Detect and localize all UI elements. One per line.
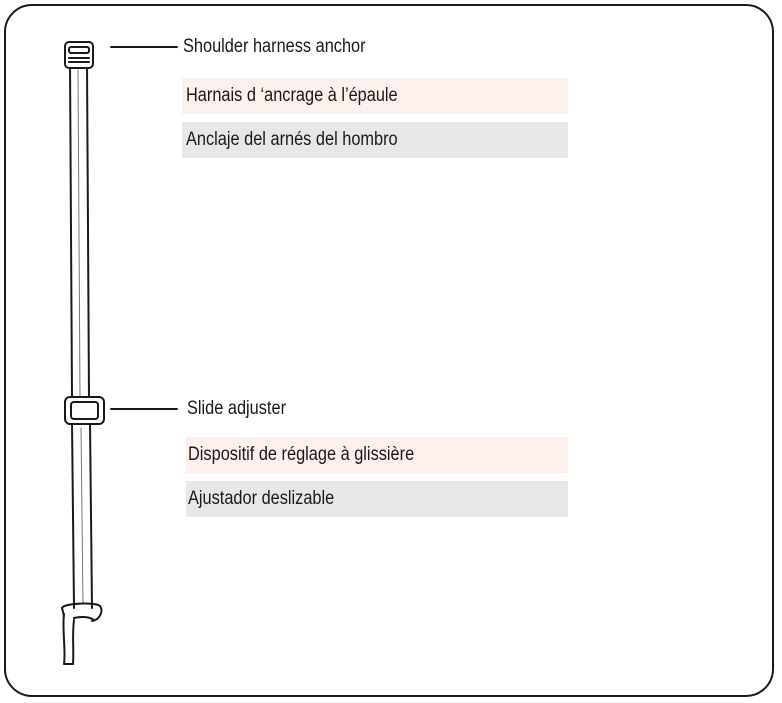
latch-end-icon bbox=[61, 602, 103, 665]
band-adjuster-fr bbox=[186, 437, 568, 473]
label-adjuster-en: Slide adjuster bbox=[187, 398, 287, 419]
label-anchor-es: Anclaje del arnés del hombro bbox=[186, 129, 398, 150]
label-anchor-en: Shoulder harness anchor bbox=[183, 36, 366, 57]
strap-lower bbox=[71, 421, 93, 609]
band-adjuster-es bbox=[186, 481, 568, 517]
label-adjuster-es: Ajustador deslizable bbox=[188, 488, 335, 509]
slide-adjuster-icon bbox=[64, 396, 105, 425]
band-anchor-fr bbox=[182, 78, 568, 114]
strap-upper bbox=[69, 63, 90, 399]
band-anchor-es bbox=[182, 122, 568, 158]
diagram-frame bbox=[4, 4, 774, 697]
shoulder-anchor-icon bbox=[64, 41, 94, 69]
label-anchor-fr: Harnais d ‘ancrage à l’épaule bbox=[186, 85, 398, 106]
label-adjuster-fr: Dispositif de réglage à glissière bbox=[188, 444, 415, 465]
